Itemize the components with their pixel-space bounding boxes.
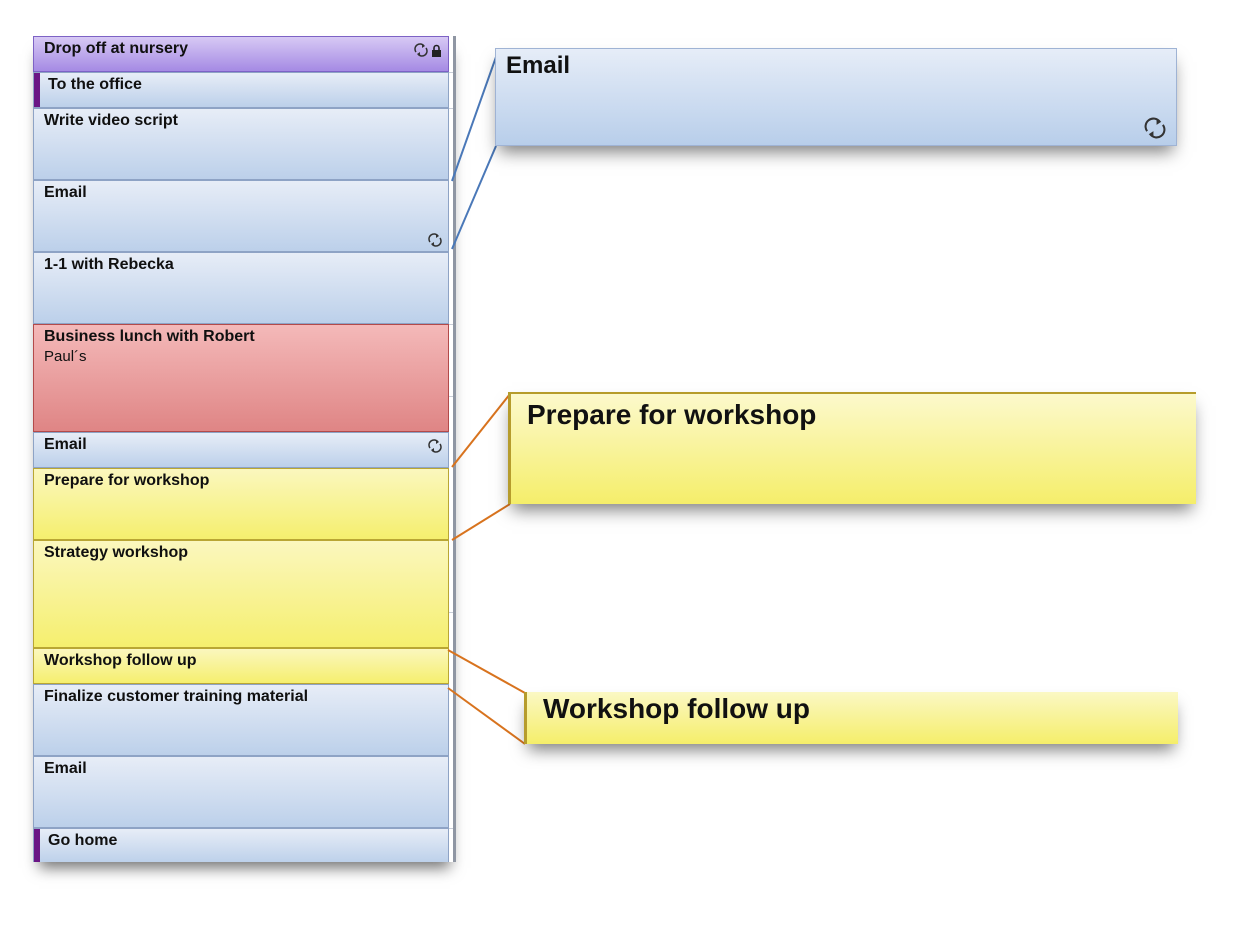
callout-title: Workshop follow up: [543, 693, 811, 724]
workshop-connector-top: [451, 393, 511, 468]
recurrence-arrows-icon: [1144, 117, 1166, 139]
appointment-business-lunch[interactable]: Business lunch with Robert Paul´s: [33, 324, 449, 432]
workshop-connector-bottom: [451, 503, 511, 541]
appointment-icons: [428, 439, 442, 453]
appointment-to-the-office[interactable]: To the office: [33, 72, 449, 108]
appointment-title: Go home: [48, 832, 118, 849]
hour-gridline: [449, 324, 453, 325]
appointment-title: Drop off at nursery: [44, 40, 189, 57]
appointment-1-1-with-rebecka[interactable]: 1-1 with Rebecka: [33, 252, 449, 324]
appointment-icons: [428, 233, 442, 247]
appointment-title: Finalize customer training material: [44, 688, 309, 705]
callout-icons: [1144, 117, 1166, 139]
appointment-go-home[interactable]: Go home: [33, 828, 449, 862]
appointment-title: Strategy workshop: [44, 544, 189, 561]
followup-connector-bottom: [447, 687, 526, 745]
appointment-strategy-workshop[interactable]: Strategy workshop: [33, 540, 449, 648]
recurrence-arrows-icon: [428, 233, 442, 247]
followup-connector-top: [447, 649, 526, 694]
category-flag-bar: [34, 829, 40, 862]
appointment-title: Workshop follow up: [44, 652, 197, 669]
email-zoom-callout: Email: [495, 48, 1177, 146]
calendar-day-view: Drop off at nursery To the office Write …: [33, 36, 456, 862]
appointment-finalize-training-material[interactable]: Finalize customer training material: [33, 684, 449, 756]
appointment-title: Business lunch with Robert: [44, 328, 255, 345]
prepare-workshop-zoom-callout: Prepare for workshop: [508, 392, 1196, 504]
appointment-title: Email: [44, 436, 87, 453]
callout-title: Prepare for workshop: [527, 399, 817, 430]
appointment-workshop-follow-up[interactable]: Workshop follow up: [33, 648, 449, 684]
appointment-location: Paul´s: [44, 348, 87, 365]
recurrence-arrows-icon: [414, 43, 428, 57]
appointment-title: Email: [44, 760, 87, 777]
appointment-email-1[interactable]: Email: [33, 180, 449, 252]
appointment-title: Prepare for workshop: [44, 472, 210, 489]
hour-gridline: [449, 72, 453, 73]
appointment-title: 1-1 with Rebecka: [44, 256, 174, 273]
appointment-write-video-script[interactable]: Write video script: [33, 108, 449, 180]
email-connector-bottom: [451, 145, 497, 250]
hour-gridline: [449, 828, 453, 829]
appointment-prepare-for-workshop[interactable]: Prepare for workshop: [33, 468, 449, 540]
appointment-title: Email: [44, 184, 87, 201]
hour-gridline: [449, 612, 453, 613]
hour-gridline: [449, 396, 453, 397]
appointment-email-3[interactable]: Email: [33, 756, 449, 828]
email-connector-top: [451, 56, 497, 182]
appointment-title: To the office: [48, 76, 142, 93]
callout-title: Email: [506, 52, 571, 79]
appointment-title: Write video script: [44, 112, 178, 129]
appointment-drop-off-at-nursery[interactable]: Drop off at nursery: [33, 36, 449, 72]
lock-icon: [431, 44, 442, 57]
appointment-email-2[interactable]: Email: [33, 432, 449, 468]
hour-gridline: [449, 108, 453, 109]
category-flag-bar: [34, 73, 40, 107]
recurrence-arrows-icon: [428, 439, 442, 453]
workshop-follow-up-zoom-callout: Workshop follow up: [524, 692, 1178, 744]
appointment-icons: [414, 43, 442, 57]
